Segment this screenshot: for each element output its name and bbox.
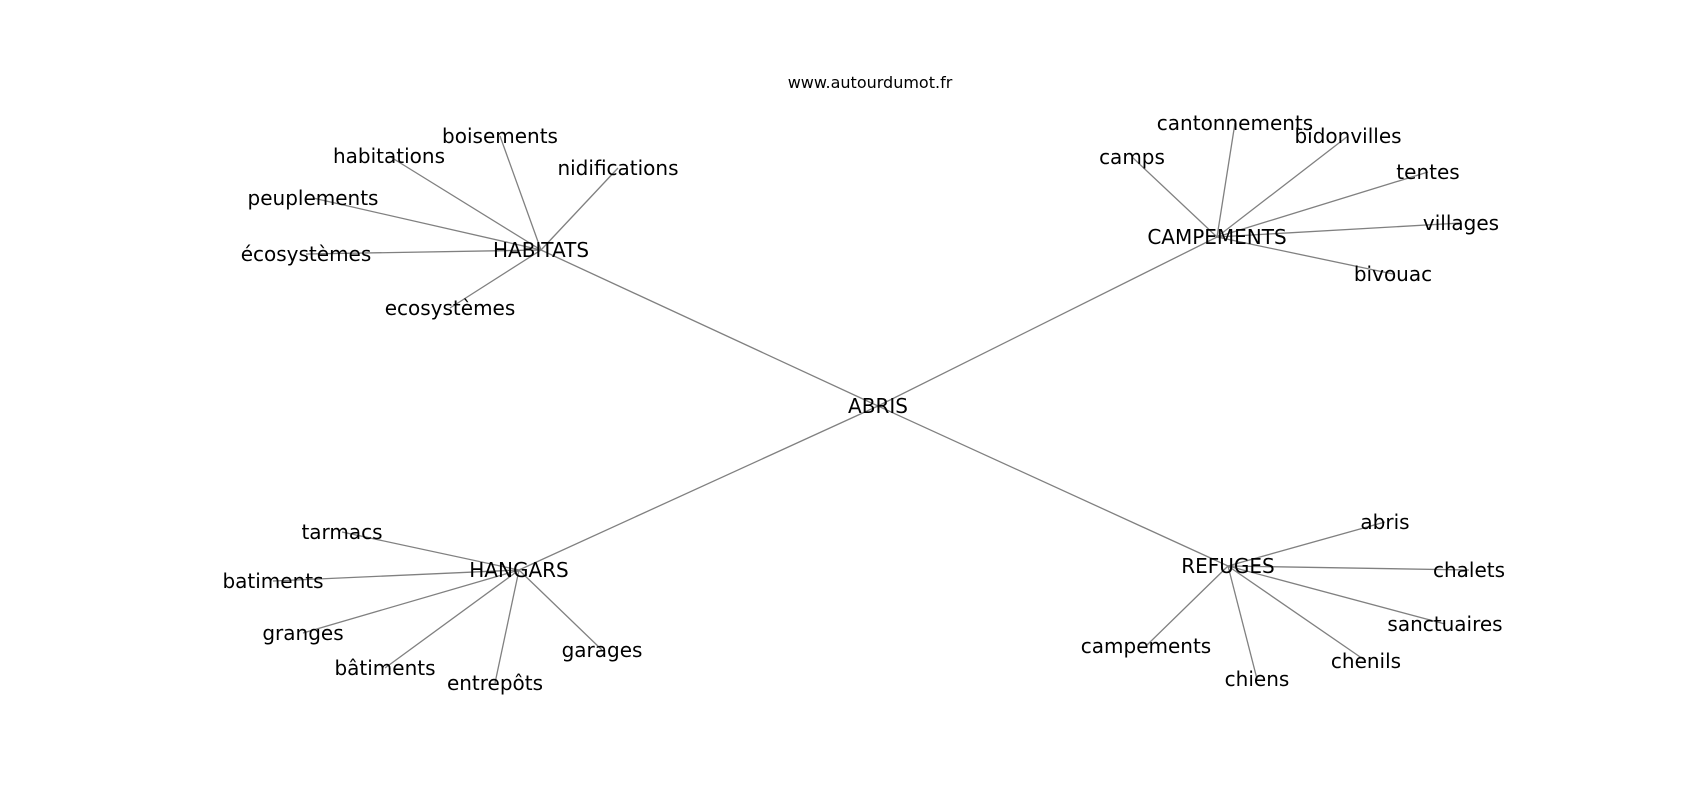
node-hub-campements: CAMPEMENTS <box>1147 225 1286 249</box>
node-word-tarmacs-0: tarmacs <box>301 520 382 544</box>
edge-refuges-chiens-4 <box>1227 565 1258 680</box>
node-center: ABRIS <box>848 394 908 418</box>
node-word-batiments-3: bâtiments <box>334 656 435 680</box>
edge-refuges-chenils-3 <box>1227 565 1367 662</box>
node-word-bivouac-5: bivouac <box>1354 262 1432 286</box>
edge-habitats-ecosystemes-5 <box>449 249 542 309</box>
edge-refuges-sanctuaires-2 <box>1227 565 1446 625</box>
edge-hangars-tarmacs-0 <box>341 531 520 571</box>
node-word-chalets-1: chalets <box>1433 558 1505 582</box>
edge-habitats-boisements-0 <box>499 135 542 251</box>
edge-campements-camps-2 <box>1131 156 1218 238</box>
edge-habitats-habitations-1 <box>388 155 542 251</box>
edge-hangars-batiments-1 <box>272 569 520 582</box>
node-hub-hangars: HANGARS <box>469 558 568 582</box>
edge-habitats-nidifications-2 <box>540 167 619 251</box>
edge-campements-cantonnements-0 <box>1216 122 1236 238</box>
node-word-sanctuaires-2: sanctuaires <box>1387 612 1502 636</box>
node-word-peuplements-3: peuplements <box>248 186 379 210</box>
edge-campements-villages-4 <box>1216 222 1462 238</box>
edge-hangars-garages-5 <box>518 569 603 651</box>
edge-abris-hangars <box>518 405 879 571</box>
edge-abris-campements <box>877 236 1218 407</box>
edge-abris-refuges <box>877 405 1229 567</box>
node-word-chenils-3: chenils <box>1331 649 1401 673</box>
edge-abris-habitats <box>540 249 879 407</box>
edge-campements-tentes-3 <box>1216 171 1429 238</box>
node-word-abris-0: abris <box>1360 510 1409 534</box>
node-hub-habitats: HABITATS <box>493 238 589 262</box>
node-word-villages-4: villages <box>1423 211 1499 235</box>
edge-refuges-campements-5 <box>1145 565 1229 647</box>
node-word-nidifications-2: nidifications <box>557 156 678 180</box>
node-word-boisements-0: boisements <box>442 124 558 148</box>
edge-habitats-ecosystemes-4 <box>305 249 542 255</box>
node-word-campements-5: campements <box>1081 634 1211 658</box>
node-word-entrepots-4: entrepôts <box>447 671 543 695</box>
node-word-camps-2: camps <box>1099 145 1165 169</box>
node-word-garages-5: garages <box>562 638 643 662</box>
node-word-tentes-3: tentes <box>1396 160 1459 184</box>
node-hub-refuges: REFUGES <box>1181 554 1275 578</box>
edge-campements-bivouac-5 <box>1216 236 1394 275</box>
node-word-habitations-1: habitations <box>333 144 445 168</box>
site-title: www.autourdumot.fr <box>788 73 953 92</box>
node-word-ecosystemes-4: écosystèmes <box>241 242 372 266</box>
node-word-bidonvilles-1: bidonvilles <box>1294 124 1401 148</box>
node-word-batiments-1: batiments <box>222 569 323 593</box>
edge-refuges-abris-0 <box>1227 521 1386 567</box>
edge-hangars-granges-2 <box>302 569 520 634</box>
node-word-chiens-4: chiens <box>1225 667 1290 691</box>
edge-hangars-entrepots-4 <box>494 569 520 684</box>
edge-hangars-batiments-3 <box>384 569 520 669</box>
edge-habitats-peuplements-3 <box>312 197 542 251</box>
edge-refuges-chalets-1 <box>1227 565 1470 571</box>
node-word-cantonnements-0: cantonnements <box>1157 111 1313 135</box>
edge-campements-bidonvilles-1 <box>1216 135 1349 238</box>
edges <box>272 122 1470 684</box>
node-word-granges-2: granges <box>262 621 343 645</box>
node-word-ecosystemes-5: ecosystèmes <box>385 296 516 320</box>
